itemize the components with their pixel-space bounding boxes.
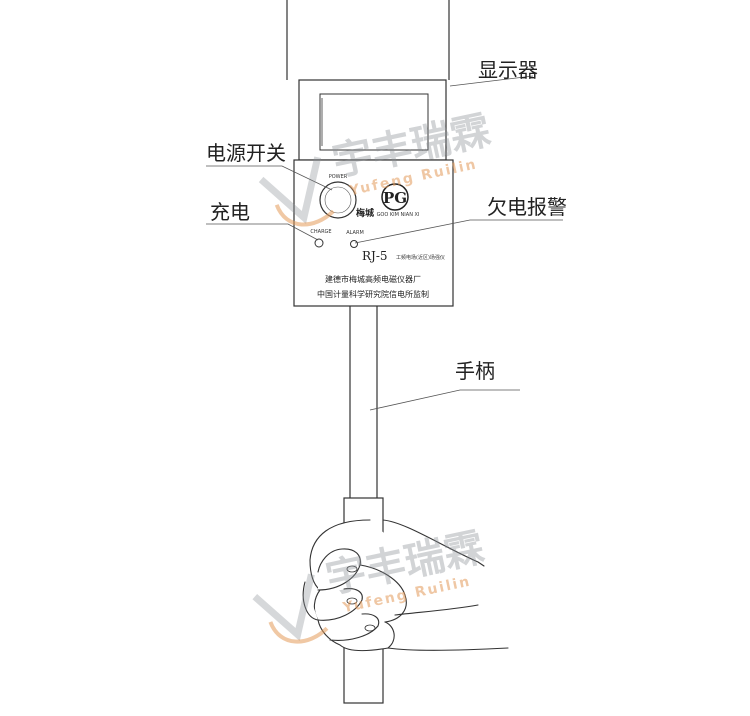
brand-logo: 梅城 PG GOO KIM NIAN XI xyxy=(356,183,420,219)
model-desc-text: 工频电场(近区)场强仪 xyxy=(396,254,445,261)
model-text: RJ-5 xyxy=(362,249,388,263)
watermark-top: 宇丰瑞霖 Yufeng Ruilin xyxy=(258,107,495,227)
label-charge: 充电 xyxy=(210,200,250,224)
maker-line-1: 建德市梅城高频电磁仪器厂 xyxy=(325,274,421,284)
leader-alarm xyxy=(354,219,563,244)
hand-illustration xyxy=(302,519,509,652)
leader-display xyxy=(449,75,534,87)
label-handle: 手柄 xyxy=(455,359,495,383)
power-knob xyxy=(319,181,357,219)
alarm-led xyxy=(350,240,358,248)
probe-stem xyxy=(286,0,450,80)
charge-text: CHARGE xyxy=(310,229,331,235)
logo-sub-text: GOO KIM NIAN XI xyxy=(377,212,420,218)
watermark-bottom: 宇丰瑞霖 Yufeng Ruilin xyxy=(252,524,488,644)
leader-charge xyxy=(206,223,319,241)
logo-cn-text: 梅城 xyxy=(356,207,374,219)
alarm-text: ALARM xyxy=(346,230,364,236)
maker-line-2: 中国计量科学研究院信电所监制 xyxy=(317,289,429,299)
leader-lines xyxy=(206,75,563,411)
label-power-switch: 电源开关 xyxy=(206,141,286,165)
label-low-battery-alarm: 欠电报警 xyxy=(487,195,567,219)
logo-mark-text: PG xyxy=(383,189,407,207)
leader-handle xyxy=(369,389,520,411)
power-text: POWER xyxy=(329,174,348,180)
charge-jack xyxy=(314,238,324,248)
label-display: 显示器 xyxy=(478,58,538,82)
leader-power xyxy=(206,165,333,191)
